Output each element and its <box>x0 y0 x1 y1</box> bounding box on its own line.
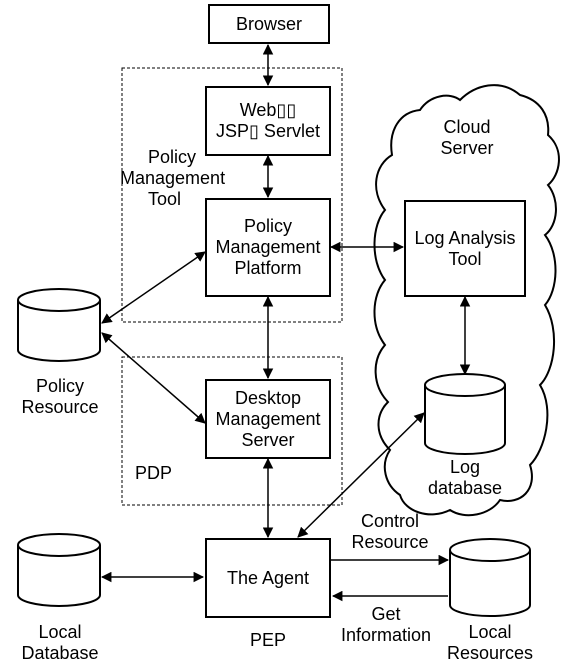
local-resources-cylinder <box>449 538 531 617</box>
local-database-cylinder <box>17 533 101 607</box>
policy-resource-cylinder <box>17 288 101 362</box>
control-resource-label: Control Resource <box>351 511 429 552</box>
get-information-label: Get Information <box>340 604 432 645</box>
policy-management-tool-group <box>121 67 343 323</box>
log-analysis-tool-box: Log Analysis Tool <box>404 200 526 297</box>
local-database-label: Local Database <box>21 622 99 663</box>
browser-label: Browser <box>235 13 302 34</box>
policy-resource-label: Policy Resource <box>21 376 99 417</box>
jsp-servlet-label: JSP▯ Servlet <box>216 121 320 141</box>
pep-label: PEP <box>249 630 287 650</box>
web-label: Web▯▯ <box>239 100 297 120</box>
pdp-label: PDP <box>135 463 173 483</box>
browser-box: Browser <box>208 4 330 44</box>
pdp-group <box>121 356 343 506</box>
the-agent-label: The Agent <box>226 567 310 588</box>
the-agent-box: The Agent <box>205 538 331 618</box>
cloud-server-label: Cloud Server <box>440 117 494 158</box>
agent-log-db-arrow <box>297 412 425 538</box>
desktop-management-server-box: Desktop Management Server <box>205 379 331 459</box>
web-jsp-servlet-box: Web▯▯ JSP▯ Servlet <box>205 86 331 156</box>
log-database-cylinder <box>424 373 506 455</box>
local-resources-label: Local Resources <box>446 622 534 663</box>
policy-management-platform-box: Policy Management Platform <box>205 198 331 297</box>
platform-policy-resource-arrow <box>101 251 206 324</box>
log-database-label: Log database <box>427 457 503 498</box>
policy-management-tool-label: Policy Management Tool <box>120 147 226 209</box>
desktop-policy-resource-arrow <box>101 332 206 424</box>
